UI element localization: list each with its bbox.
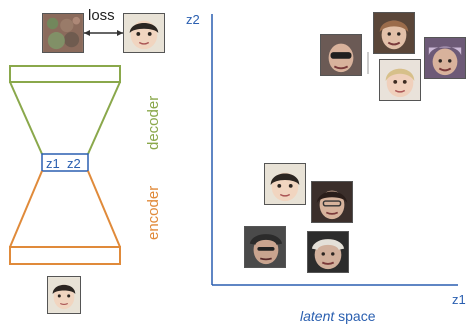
encoder-label: encoder	[145, 185, 162, 240]
reconstructed-face-image	[42, 13, 84, 53]
latent-face-image	[244, 226, 286, 268]
latent-face-image	[311, 181, 353, 223]
latent-box-z1: z1	[46, 156, 60, 171]
input-face-image	[123, 13, 165, 53]
latent-face-image	[424, 37, 466, 79]
decoder-left-edge	[9, 81, 43, 155]
axis-x-label: z1	[452, 292, 466, 307]
latent-face-image	[373, 12, 415, 54]
input-face-image	[47, 276, 81, 314]
decoder-output-layer	[9, 65, 121, 83]
latent-face-image	[320, 34, 362, 76]
axis-y-label: z2	[186, 12, 200, 27]
latent-space-label: latent space	[300, 308, 376, 324]
latent-code-box	[41, 153, 89, 172]
latent-face-image	[379, 59, 421, 101]
latent-box-z2: z2	[67, 156, 81, 171]
decoder-right-edge	[87, 81, 121, 155]
encoder-input-layer	[9, 246, 121, 265]
decoder-label: decoder	[145, 95, 162, 150]
encoder-right-edge	[87, 170, 121, 248]
latent-face-image	[307, 231, 349, 273]
encoder-left-edge	[9, 170, 43, 248]
latent-face-image	[264, 163, 306, 205]
loss-label: loss	[88, 7, 115, 24]
